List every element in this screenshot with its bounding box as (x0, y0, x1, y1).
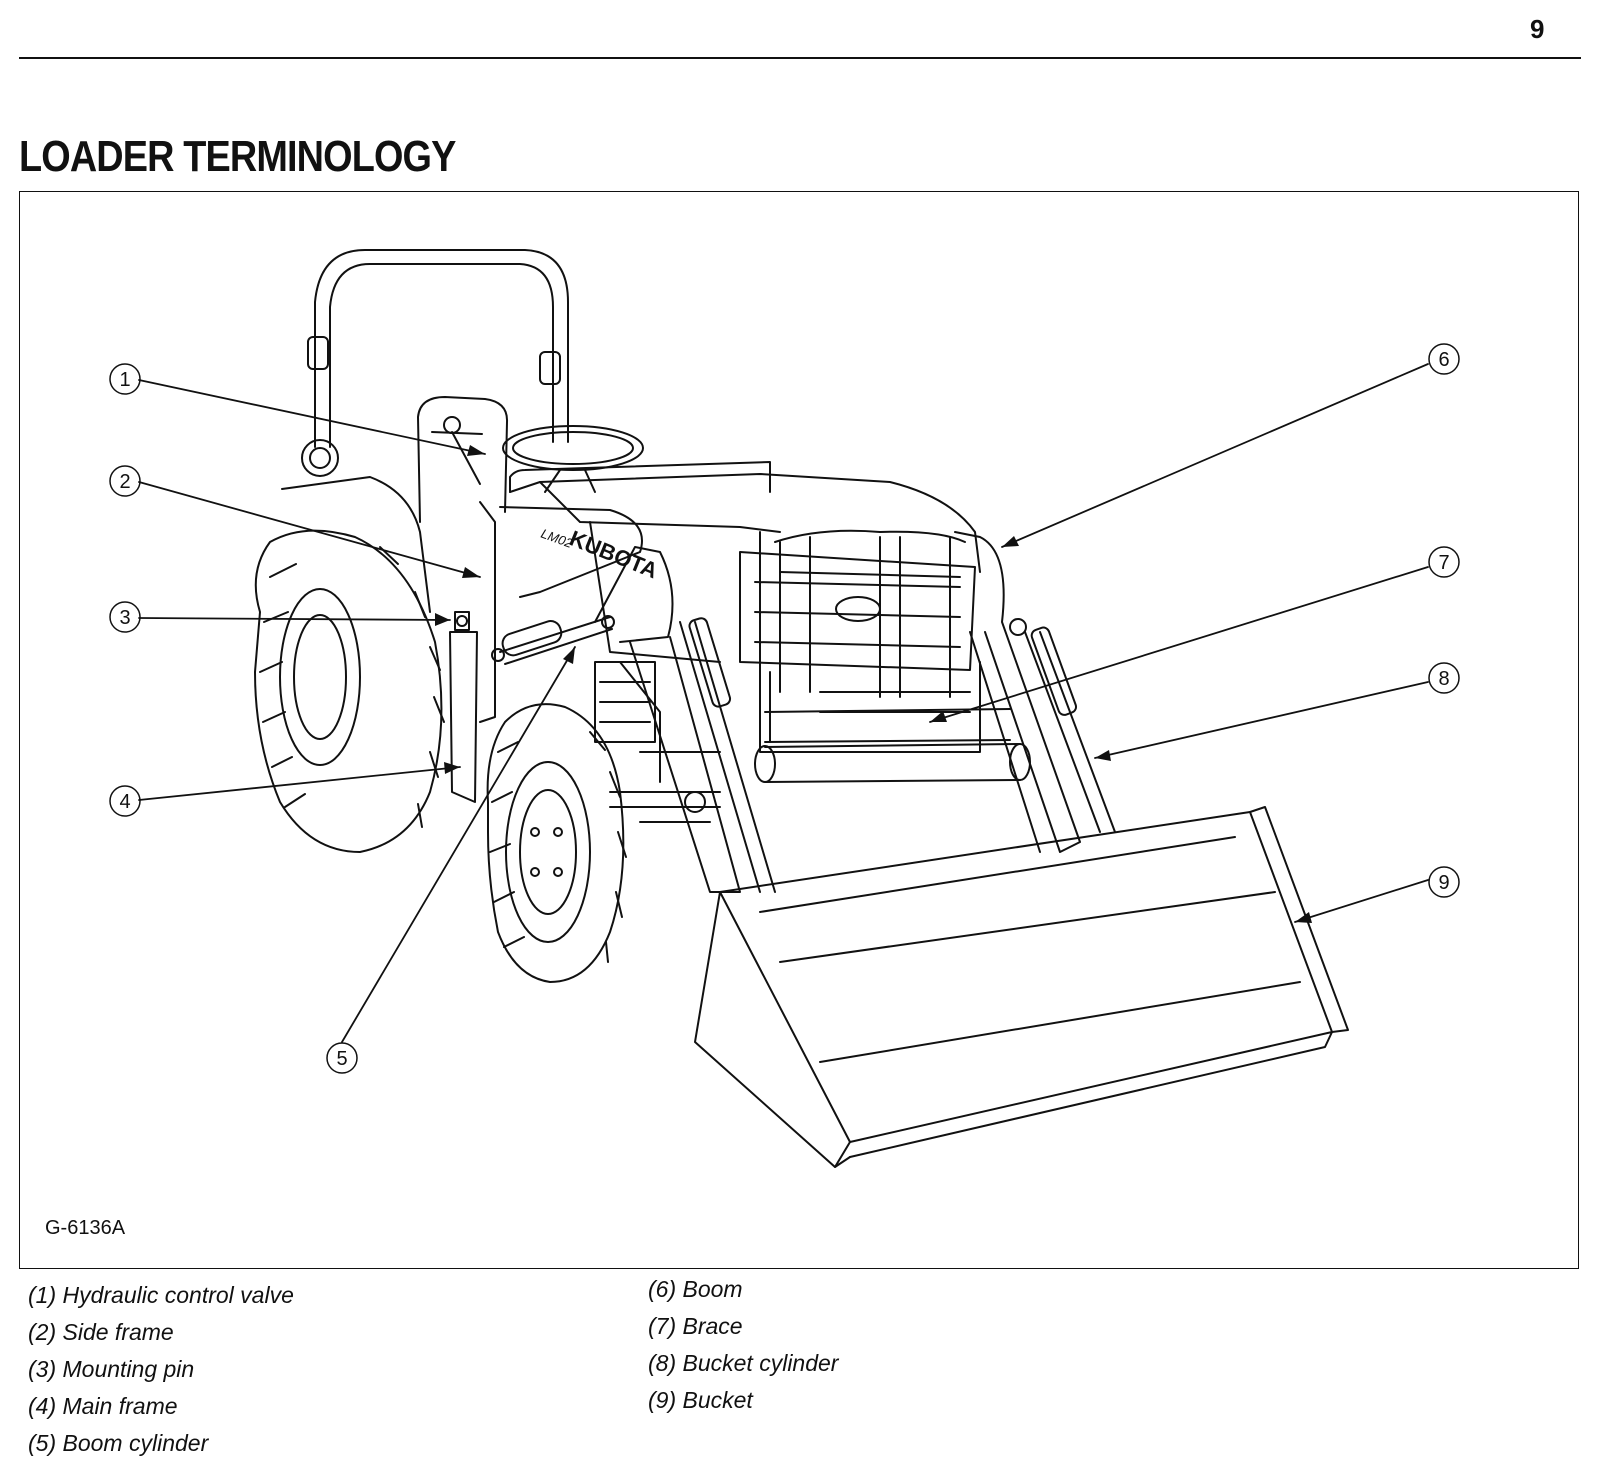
leader-line-6 (1002, 364, 1428, 547)
page-title: LOADER TERMINOLOGY (19, 132, 456, 182)
front-axle (595, 662, 720, 807)
header-rule (19, 57, 1581, 59)
leader-line-9 (1295, 880, 1428, 922)
seat-and-steering (418, 397, 643, 522)
tractor-hood (510, 462, 980, 752)
brand-marking: KUBOTA (566, 525, 661, 583)
legend-item-9: (9) Bucket (648, 1387, 753, 1414)
callout-number-9: 9 (1438, 872, 1449, 894)
callout-number-3: 3 (119, 607, 130, 629)
front-tire (488, 704, 626, 982)
leader-line-8 (1095, 682, 1428, 758)
callout-number-7: 7 (1438, 552, 1449, 574)
callout-number-4: 4 (119, 791, 130, 813)
left-boom (595, 547, 740, 892)
legend-item-6: (6) Boom (648, 1276, 743, 1303)
legend-item-2: (2) Side frame (28, 1319, 174, 1346)
callout-number-2: 2 (119, 471, 130, 493)
leader-line-3 (139, 618, 450, 620)
left-fender (282, 440, 430, 612)
bucket (695, 807, 1348, 1167)
legend-item-5: (5) Boom cylinder (28, 1430, 208, 1457)
legend-item-7: (7) Brace (648, 1313, 743, 1340)
rops-frame (308, 250, 568, 447)
legend-item-1: (1) Hydraulic control valve (28, 1282, 294, 1309)
leader-line-4 (139, 767, 460, 800)
callout-circles (110, 344, 1459, 1073)
callout-number-6: 6 (1438, 349, 1449, 371)
callout-number-8: 8 (1438, 668, 1449, 690)
callout-number-1: 1 (119, 369, 130, 391)
callout-number-5: 5 (336, 1048, 347, 1070)
figure-code: G-6136A (45, 1217, 125, 1240)
legend-item-4: (4) Main frame (28, 1393, 178, 1420)
boom-cylinder (492, 616, 614, 664)
leader-line-2 (139, 482, 480, 577)
leader-line-5 (342, 647, 575, 1042)
legend-item-8: (8) Bucket cylinder (648, 1350, 838, 1377)
figure-frame: LM02 KUBOTA (19, 191, 1579, 1269)
page-number: 9 (1530, 14, 1544, 45)
rear-tire (255, 531, 444, 852)
arrow-heads (435, 445, 1312, 923)
legend-item-3: (3) Mounting pin (28, 1356, 194, 1383)
brace (755, 709, 1030, 782)
leader-lines (139, 364, 1428, 1042)
tractor-loader-illustration: LM02 KUBOTA (20, 192, 1577, 1267)
